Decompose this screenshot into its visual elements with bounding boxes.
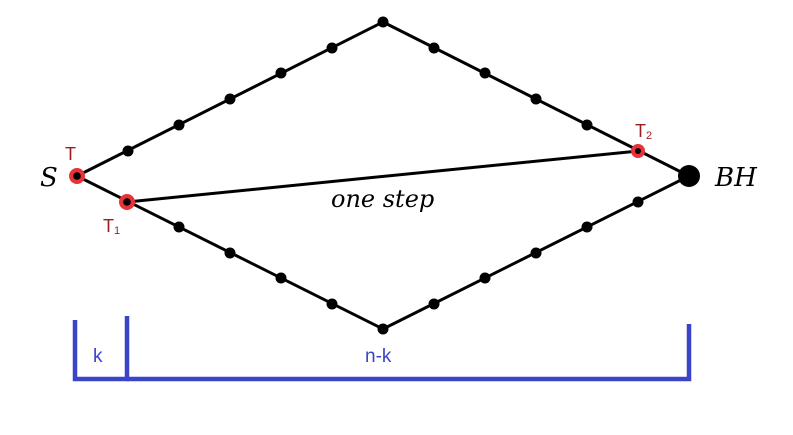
marker-1-label: T1 xyxy=(103,216,120,237)
bracket xyxy=(72,316,692,382)
node xyxy=(326,42,338,54)
node xyxy=(428,298,440,310)
marker-center xyxy=(635,148,641,154)
marker-center xyxy=(73,172,81,180)
marker-2-label: T2 xyxy=(635,121,652,142)
source-label: S xyxy=(40,163,58,193)
marker-2-subscript: 2 xyxy=(646,130,652,142)
diamond-edges xyxy=(76,20,690,331)
node xyxy=(479,67,491,79)
node-top-vertex xyxy=(377,16,389,28)
marker-1-subscript: 1 xyxy=(114,225,120,237)
marker-t2 xyxy=(631,144,645,158)
node xyxy=(275,272,287,284)
node xyxy=(122,145,134,157)
marker-source xyxy=(69,168,85,184)
node xyxy=(173,119,185,131)
node xyxy=(275,67,287,79)
node xyxy=(224,93,236,105)
node xyxy=(173,221,185,233)
bracket-k-label: k xyxy=(93,346,103,367)
bracket-n-k-label: n-k xyxy=(365,346,392,367)
marker-center xyxy=(123,198,131,206)
marker-t1 xyxy=(119,194,135,210)
node xyxy=(581,119,593,131)
lower-path-nodes xyxy=(173,196,644,335)
edge-one-step xyxy=(126,149,639,204)
bracket-k xyxy=(72,316,130,382)
black-hole-node xyxy=(678,165,700,187)
node xyxy=(428,42,440,54)
bracket-n-k xyxy=(127,324,692,382)
upper-path-nodes xyxy=(122,16,593,157)
node xyxy=(530,247,542,259)
black-hole-label: BH xyxy=(714,163,758,193)
node xyxy=(224,247,236,259)
node xyxy=(632,196,644,208)
node xyxy=(326,298,338,310)
node xyxy=(479,272,491,284)
one-step-label: one step xyxy=(331,185,434,213)
node-bottom-vertex xyxy=(377,323,389,335)
node xyxy=(581,221,593,233)
top-marker-label: T xyxy=(65,144,76,164)
node xyxy=(530,93,542,105)
